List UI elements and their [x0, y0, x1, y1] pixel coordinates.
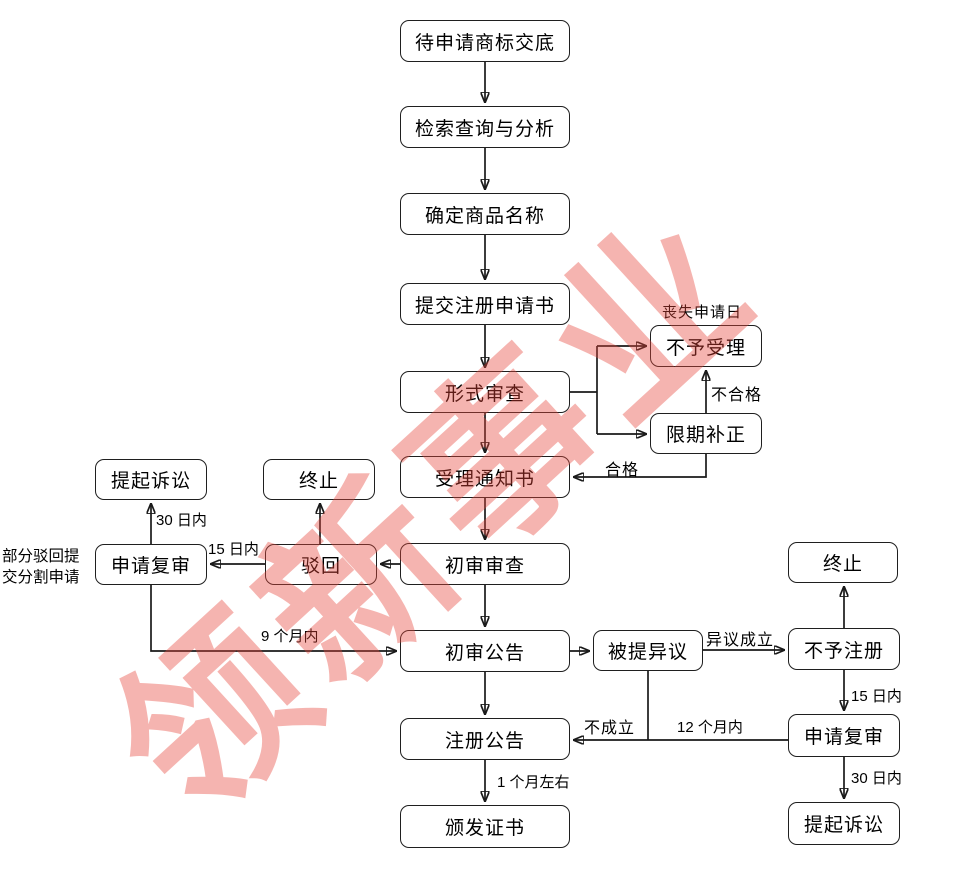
- node-lawsuit-right: 提起诉讼: [788, 802, 900, 845]
- edge-label-lose-date: 丧失申请日: [662, 305, 743, 321]
- node-lawsuit-left: 提起诉讼: [95, 459, 207, 500]
- node-prelim-pub: 初审公告: [400, 630, 570, 672]
- node-accept-notice: 受理通知书: [400, 456, 570, 498]
- note-partial-reject-line2: 交分割申请: [2, 569, 80, 586]
- node-not-accept: 不予受理: [650, 325, 762, 367]
- edge-label-15-days-right: 15 日内: [851, 688, 902, 705]
- edge-label-15-days-left: 15 日内: [208, 541, 259, 558]
- edge-label-30-days-left: 30 日内: [156, 512, 207, 529]
- edge-label-1-month: 1 个月左右: [497, 774, 570, 791]
- node-formal-exam: 形式审查: [400, 371, 570, 413]
- node-search: 检索查询与分析: [400, 106, 570, 148]
- node-reject: 驳回: [265, 544, 377, 585]
- note-partial-reject: 部分驳回提 交分割申请: [2, 546, 96, 588]
- node-stop-left: 终止: [263, 459, 375, 500]
- edge-label-unqualified: 不合格: [711, 387, 763, 404]
- node-review-right: 申请复审: [788, 714, 900, 757]
- node-review-left: 申请复审: [95, 544, 207, 585]
- node-product-name: 确定商品名称: [400, 193, 570, 235]
- node-draft: 待申请商标交底: [400, 20, 570, 62]
- node-reg-pub: 注册公告: [400, 718, 570, 760]
- node-correction: 限期补正: [650, 413, 762, 454]
- edge-label-12-months: 12 个月内: [677, 719, 743, 736]
- edge-label-30-days-right: 30 日内: [851, 770, 902, 787]
- node-prelim-exam: 初审审查: [400, 543, 570, 585]
- node-stop-right: 终止: [788, 542, 898, 583]
- node-objection: 被提异议: [593, 630, 703, 671]
- edge-label-objection-valid: 异议成立: [706, 632, 775, 649]
- edge-label-invalid: 不成立: [584, 720, 636, 737]
- edge-label-qualified: 合格: [605, 462, 640, 479]
- edge-label-9-months: 9 个月内: [261, 628, 319, 645]
- node-certificate: 颁发证书: [400, 805, 570, 848]
- node-submit: 提交注册申请书: [400, 283, 570, 325]
- note-partial-reject-line1: 部分驳回提: [2, 548, 80, 565]
- node-no-register: 不予注册: [788, 628, 900, 670]
